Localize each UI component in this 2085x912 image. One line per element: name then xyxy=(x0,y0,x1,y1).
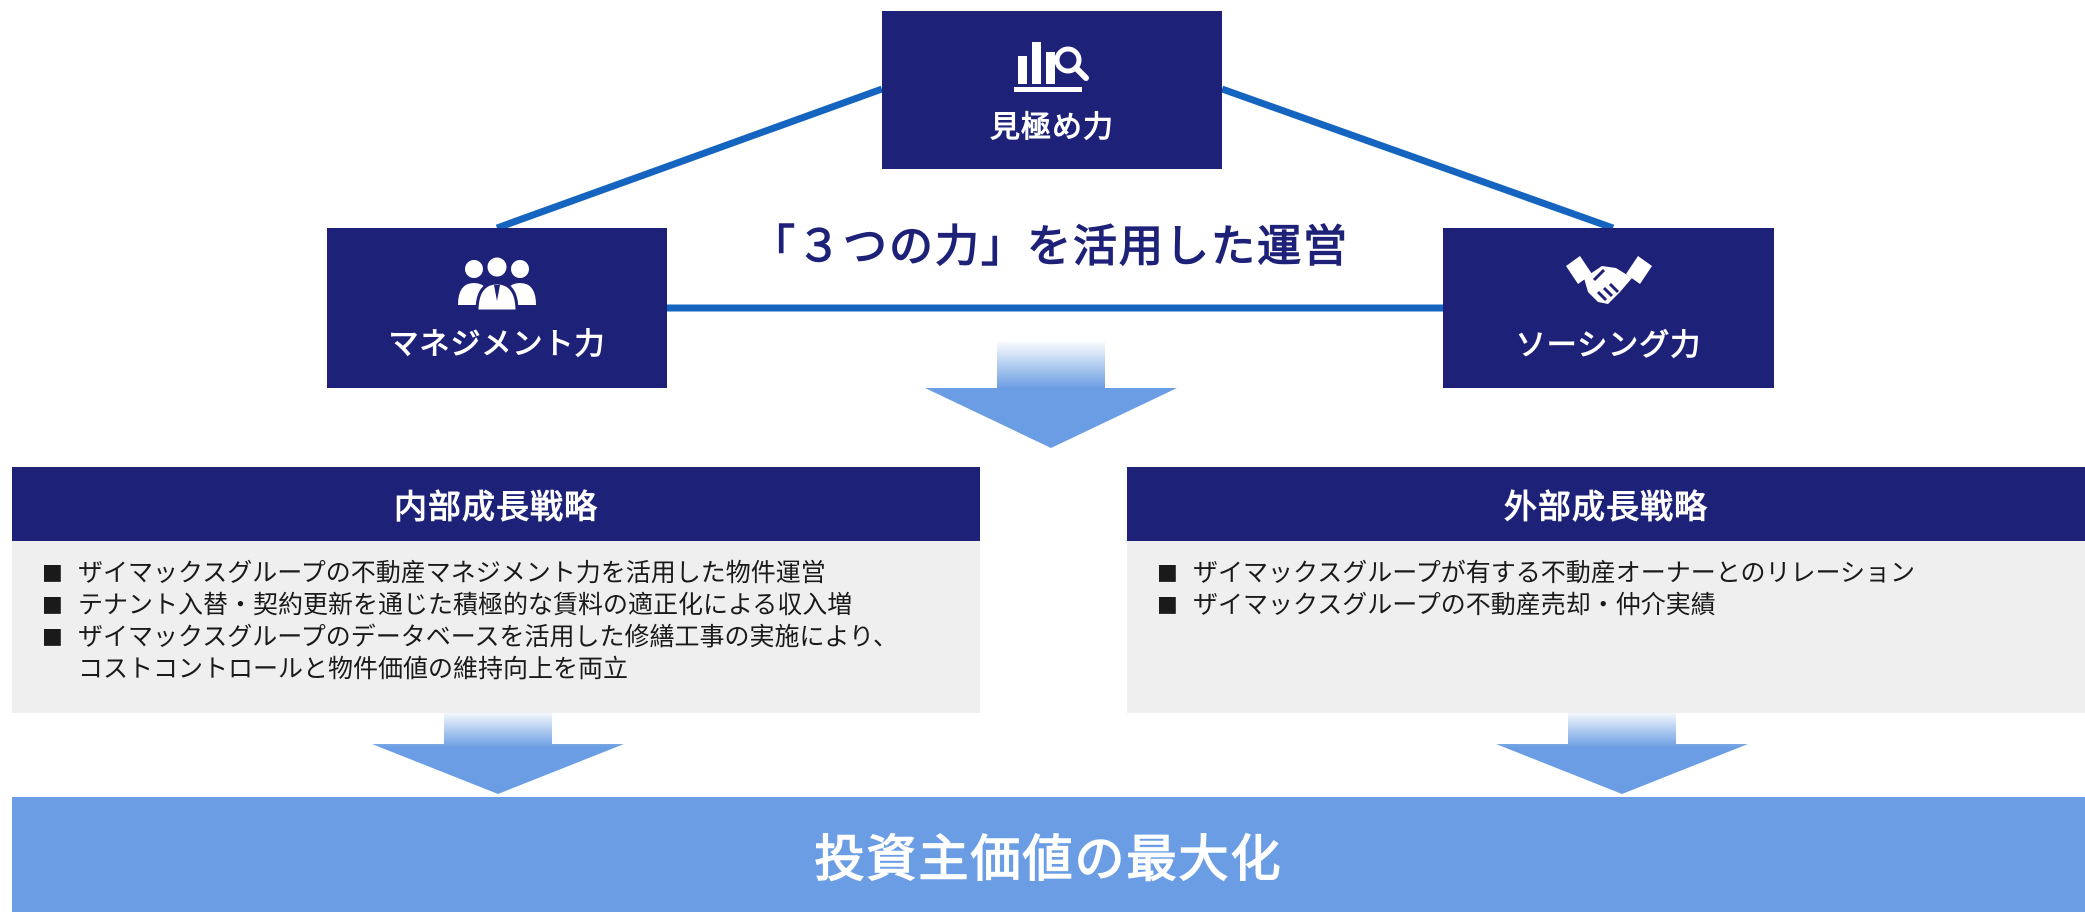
center-title: 「３つの力」を活用した運営 xyxy=(751,221,1349,272)
node-mikiwame: 見極め力 xyxy=(882,11,1222,169)
arrow-down-right xyxy=(1496,710,1748,794)
list-item: ■ザイマックスグループのデータベースを活用した修繕工事の実施により、 xyxy=(42,622,899,651)
bullet-square: ■ xyxy=(1157,592,1178,617)
outcome-banner: 投資主価値の最大化 xyxy=(12,797,2085,912)
bullet-square: ■ xyxy=(1157,560,1178,585)
list-item: ■ザイマックスグループの不動産売却・仲介実績 xyxy=(1157,590,1716,619)
connector-top-right xyxy=(1220,85,1615,232)
list-item-continuation: コストコントロールと物件価値の維持向上を両立 xyxy=(78,654,629,683)
bullet-square: ■ xyxy=(42,592,63,617)
node-top-label: 見極め力 xyxy=(990,110,1114,145)
node-left-label: マネジメント力 xyxy=(388,327,606,362)
list-item: ■ザイマックスグループの不動産マネジメント力を活用した物件運営 xyxy=(42,558,826,587)
bullet-square: ■ xyxy=(42,560,63,585)
internal-growth-panel: 内部成長戦略 ■ザイマックスグループの不動産マネジメント力を活用した物件運営 ■… xyxy=(12,467,980,713)
people-group-icon xyxy=(458,254,536,313)
handshake-icon xyxy=(1565,256,1652,304)
internal-growth-list: ■ザイマックスグループの不動産マネジメント力を活用した物件運営 ■テナント入替・… xyxy=(12,541,980,685)
node-right-label: ソーシング力 xyxy=(1515,328,1702,363)
external-growth-list: ■ザイマックスグループが有する不動産オーナーとのリレーション ■ザイマックスグル… xyxy=(1127,541,2085,621)
arrow-down-center xyxy=(925,340,1177,448)
list-item: ■ザイマックスグループが有する不動産オーナーとのリレーション xyxy=(1157,558,1916,587)
internal-growth-title: 内部成長戦略 xyxy=(12,467,980,541)
list-item: ■テナント入替・契約更新を通じた積極的な賃料の適正化による収入増 xyxy=(42,590,853,619)
arrow-down-left xyxy=(372,710,624,794)
node-management: マネジメント力 xyxy=(327,228,667,388)
external-growth-title: 外部成長戦略 xyxy=(1127,467,2085,541)
external-growth-panel: 外部成長戦略 ■ザイマックスグループが有する不動産オーナーとのリレーション ■ザ… xyxy=(1127,467,2085,713)
bullet-square: ■ xyxy=(42,624,63,649)
node-sourcing: ソーシング力 xyxy=(1443,228,1774,388)
analysis-magnifier-icon xyxy=(1014,42,1089,92)
connector-top-left xyxy=(495,85,884,232)
